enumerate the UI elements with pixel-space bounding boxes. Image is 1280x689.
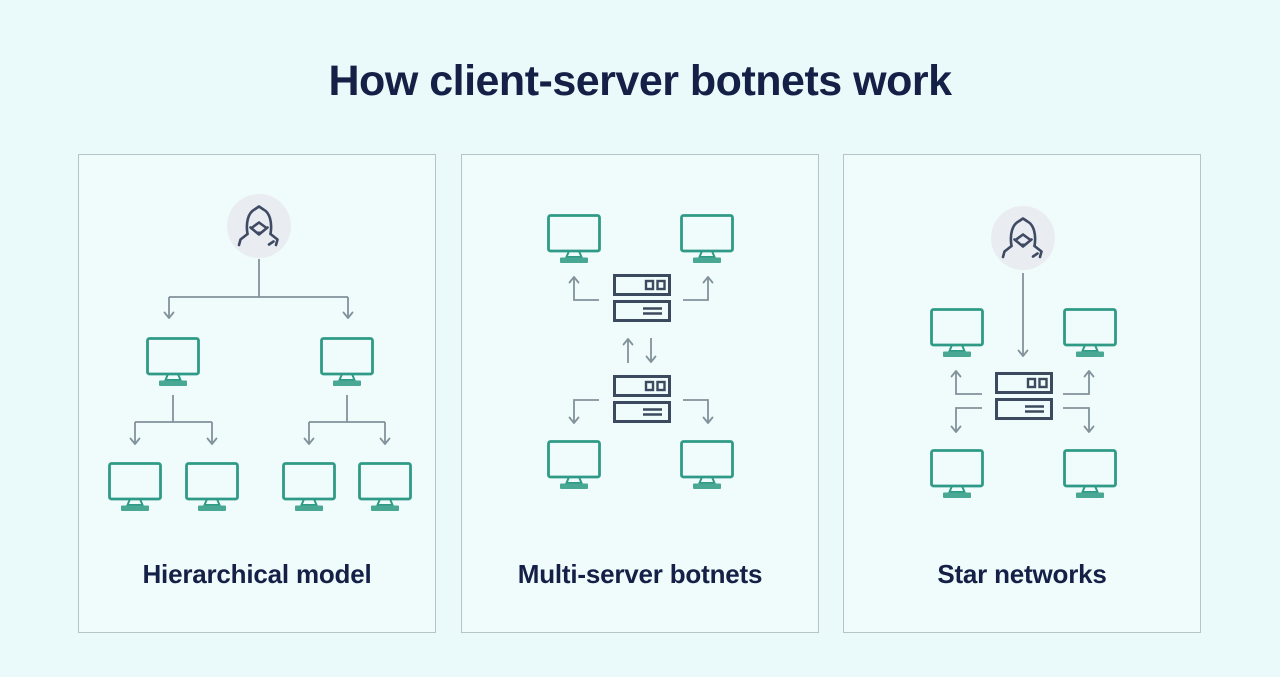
bot-computer-icon xyxy=(930,449,984,500)
arrow-down-icon xyxy=(950,407,982,433)
bot-computer-icon xyxy=(680,440,734,491)
page-title: How client-server botnets work xyxy=(328,57,953,105)
arrow-down-icon xyxy=(1063,407,1095,433)
panel-star-networks: Star networks xyxy=(843,154,1201,633)
panel-label-hierarchical: Hierarchical model xyxy=(142,559,372,589)
arrow-up-icon xyxy=(683,276,714,301)
hierarchical-diagram xyxy=(108,194,412,513)
bot-computer-icon xyxy=(282,462,336,513)
flow-arrow-lines xyxy=(950,273,1095,433)
bot-computer-icon xyxy=(185,462,239,513)
footer-strip xyxy=(0,677,1280,689)
bot-computer-icon xyxy=(358,462,412,513)
bot-computer-icon xyxy=(1063,449,1117,500)
arrow-down-icon xyxy=(568,399,599,424)
bot-computer-icon xyxy=(320,337,374,388)
cnc-server-icon xyxy=(613,375,671,423)
cnc-server-icon xyxy=(995,372,1053,420)
bot-computer-icon xyxy=(680,214,734,265)
bot-computer-icon xyxy=(1063,308,1117,359)
arrow-up-icon xyxy=(950,370,982,395)
attacker-icon xyxy=(227,194,291,258)
multi-server-diagram xyxy=(547,214,734,491)
panel-hierarchical-model: Hierarchical model xyxy=(78,154,436,633)
bot-computer-icon xyxy=(930,308,984,359)
bot-computer-icon xyxy=(108,462,162,513)
arrow-down-icon xyxy=(683,399,714,424)
cnc-server-icon xyxy=(613,274,671,322)
panel-label-multi-server: Multi-server botnets xyxy=(517,559,763,589)
attacker-icon xyxy=(991,206,1055,270)
bot-computer-icon xyxy=(547,440,601,491)
arrow-up-icon xyxy=(568,276,599,301)
arrow-up-icon xyxy=(1063,370,1095,395)
tree-connector-lines xyxy=(129,259,391,445)
bot-computer-icon xyxy=(547,214,601,265)
panel-multi-server-botnets: Multi-server botnets xyxy=(461,154,819,633)
bot-computer-icon xyxy=(146,337,200,388)
flow-arrow-lines xyxy=(568,276,714,424)
panel-label-star-networks: Star networks xyxy=(937,559,1107,589)
star-network-diagram xyxy=(930,206,1117,500)
